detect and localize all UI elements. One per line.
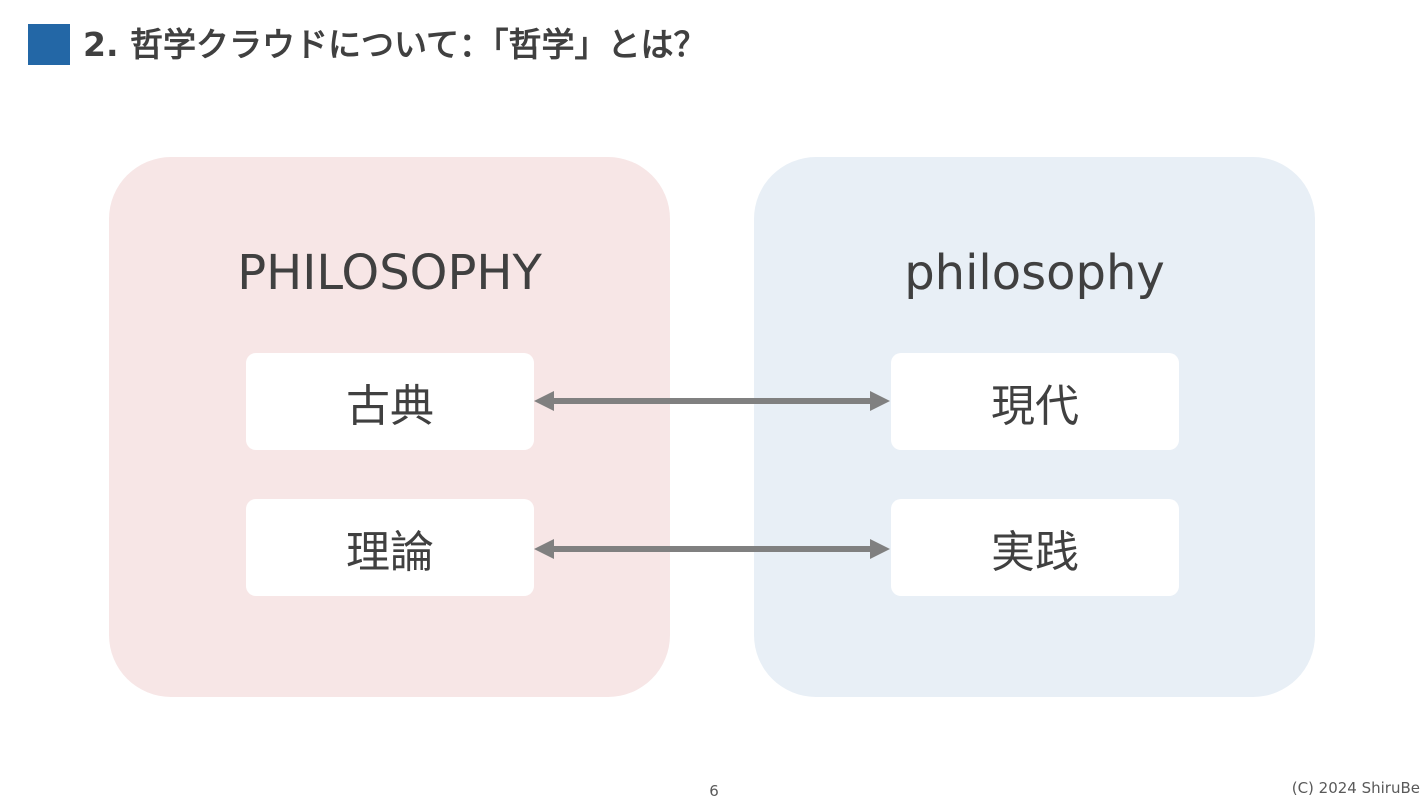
- box-classical: 古典: [246, 353, 534, 450]
- copyright: (C) 2024 ShiruBe: [1291, 779, 1420, 797]
- box-modern: 現代: [891, 353, 1179, 450]
- philosophy-uppercase-panel: PHILOSOPHY: [109, 157, 670, 697]
- box-practice: 実践: [891, 499, 1179, 596]
- page-number: 6: [709, 782, 719, 800]
- arrow-head-left-icon: [534, 539, 554, 559]
- panel-title: PHILOSOPHY: [237, 245, 542, 301]
- page-title: 2. 哲学クラウドについて：「哲学」とは？: [83, 25, 707, 64]
- arrow-head-right-icon: [870, 539, 890, 559]
- title-marker: [28, 24, 70, 65]
- arrow-head-left-icon: [534, 391, 554, 411]
- box-theory: 理論: [246, 499, 534, 596]
- arrow-head-right-icon: [870, 391, 890, 411]
- panel-title: philosophy: [904, 245, 1165, 301]
